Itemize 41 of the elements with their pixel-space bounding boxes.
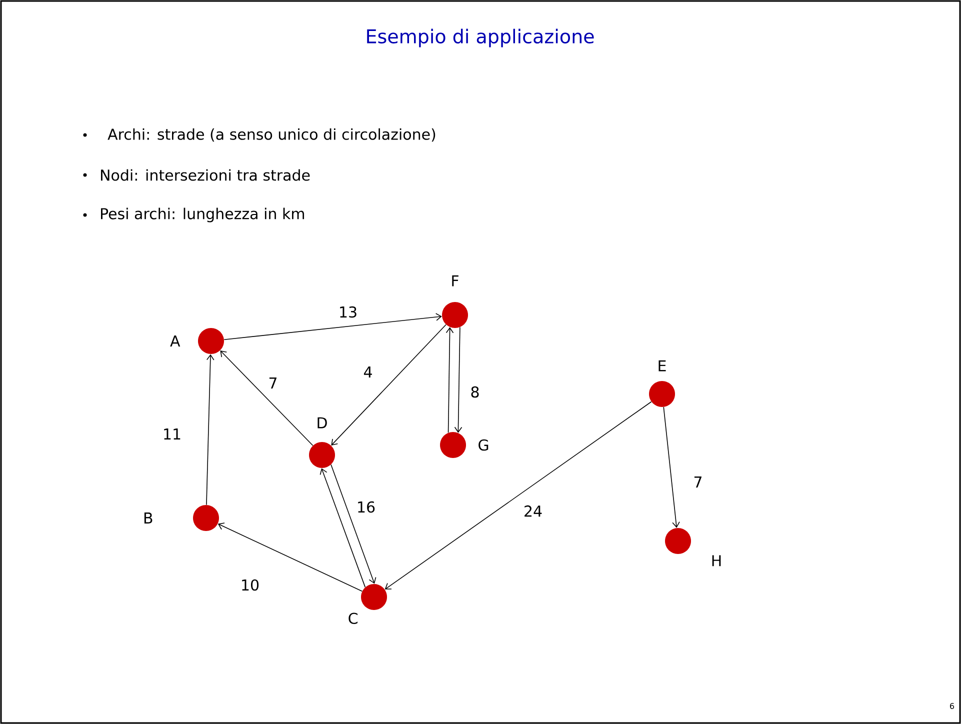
arrow — [224, 313, 442, 340]
bullet-text: Pesi archi: lunghezza in km — [101, 208, 304, 222]
arrow — [663, 406, 680, 528]
node-label: H — [712, 555, 721, 566]
edge-label: 7 — [692, 476, 704, 488]
node-label: D — [318, 417, 327, 428]
graph-node: A — [170, 328, 224, 354]
arrow — [330, 464, 376, 584]
graph-node: D — [309, 417, 335, 468]
edge-label: 13 — [337, 305, 359, 319]
node-label: A — [170, 336, 180, 346]
arrow — [206, 354, 214, 506]
node-label: F — [452, 275, 458, 286]
graph-node: C — [348, 584, 387, 624]
graph-node: E — [649, 360, 675, 407]
edge-label: 10 — [239, 578, 261, 592]
edge-label: 4 — [362, 366, 374, 378]
arrow — [220, 350, 314, 446]
edge-label: 7 — [267, 376, 279, 390]
graph-node: H — [665, 528, 721, 566]
arrow — [320, 468, 366, 588]
node-label: B — [144, 512, 152, 524]
node-label: E — [658, 360, 666, 372]
graph-node: B — [144, 505, 219, 531]
node-label: G — [478, 439, 488, 451]
page-number: 6 — [950, 702, 954, 710]
bullet-text: Nodi: intersezioni tra strade — [101, 169, 310, 181]
slide-title: Esempio di applicazione — [367, 28, 594, 48]
graph-node: F — [442, 275, 468, 328]
edge-label: 8 — [469, 385, 481, 399]
bullet-text: Archi: strade (a senso unico di circolazione) — [108, 128, 436, 142]
arrow — [446, 327, 454, 434]
edge-label: 11 — [161, 428, 183, 440]
arrow — [331, 324, 446, 446]
edge-label: 16 — [355, 500, 377, 514]
arrow — [454, 326, 462, 433]
graph-node: G — [440, 432, 488, 458]
edge-label: 24 — [522, 504, 544, 518]
node-label: C — [348, 612, 358, 624]
arrow — [384, 401, 652, 590]
arrow — [218, 522, 363, 592]
